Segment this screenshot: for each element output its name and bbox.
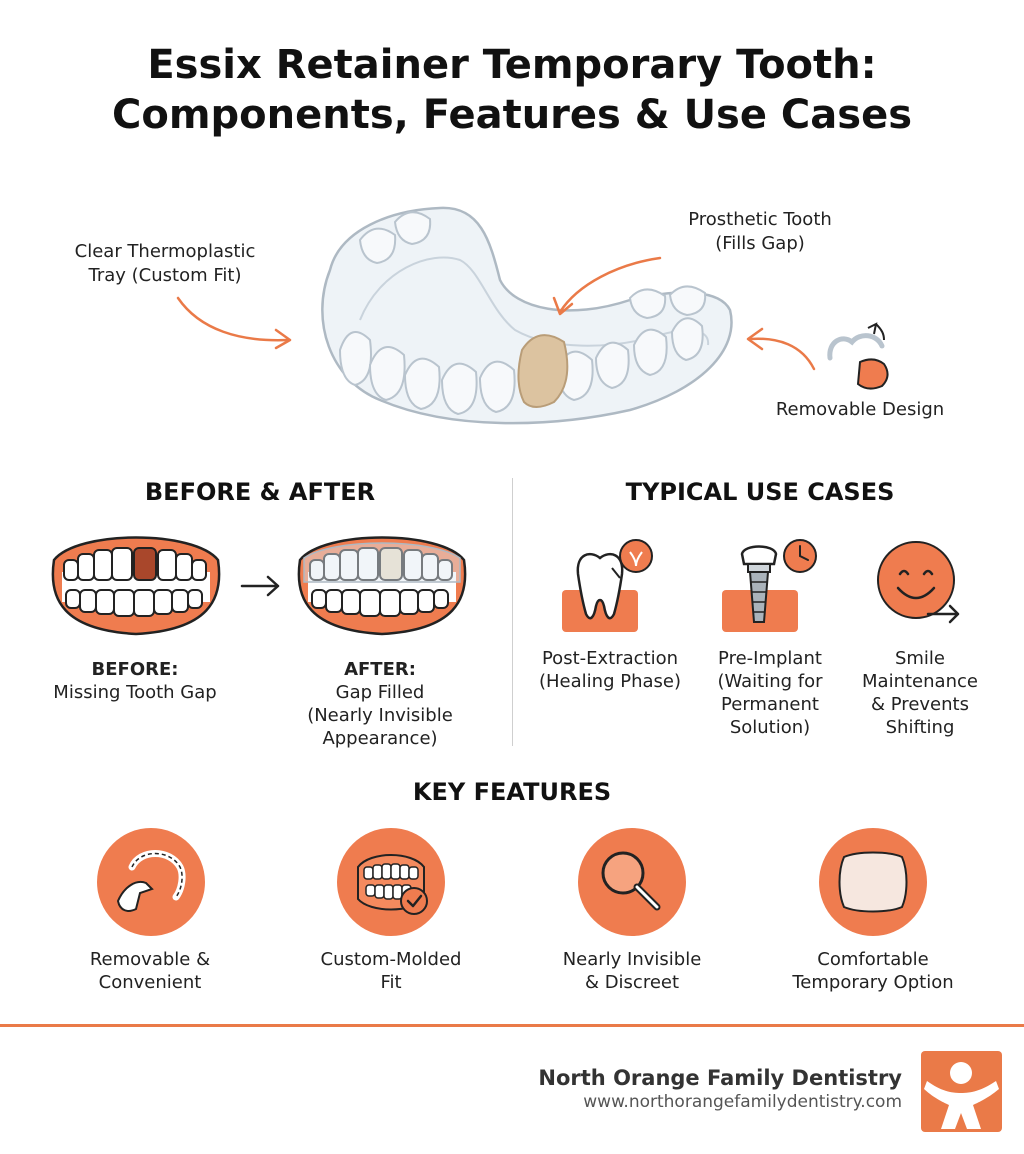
before-caption: BEFORE: Missing Tooth Gap: [30, 658, 240, 704]
hand-retainer-small-icon: [827, 322, 889, 390]
before-label: BEFORE:: [91, 659, 179, 680]
brand-name: North Orange Family Dentistry: [538, 1066, 902, 1090]
teeth-check-icon: [337, 828, 445, 936]
before-text: Missing Tooth Gap: [53, 682, 217, 703]
callout-tray-line-2: Tray (Custom Fit): [88, 265, 242, 286]
brand-url[interactable]: www.northorangefamilydentistry.com: [583, 1092, 902, 1112]
title-line-1: Essix Retainer Temporary Tooth:: [147, 42, 877, 88]
brand-logo: [921, 1051, 1002, 1132]
feature-2-line-1: Custom-Molded: [320, 949, 462, 970]
use-case-2-line-2: (Waiting for: [717, 671, 823, 692]
magnifier-icon: [578, 828, 686, 936]
use-cases-heading: TYPICAL USE CASES: [625, 478, 895, 506]
prosthetic-tooth: [517, 334, 569, 408]
feature-1: Removable & Convenient: [50, 948, 250, 994]
page-title: Essix Retainer Temporary Tooth: Componen…: [0, 40, 1024, 140]
feature-4-line-2: Temporary Option: [792, 972, 954, 993]
use-case-3-line-3: & Prevents: [871, 694, 969, 715]
after-caption: AFTER: Gap Filled (Nearly Invisible Appe…: [280, 658, 480, 750]
after-label: AFTER:: [344, 659, 416, 680]
after-line-2: (Nearly Invisible: [307, 705, 453, 726]
implant-clock-icon: [722, 539, 817, 632]
use-case-3-line-1: Smile: [894, 648, 946, 669]
arrow-tray-icon: [176, 296, 292, 350]
feature-2: Custom-Molded Fit: [291, 948, 491, 994]
use-case-1-line-2: (Healing Phase): [539, 671, 681, 692]
arrow-right-icon: [240, 575, 280, 597]
feature-4: Comfortable Temporary Option: [763, 948, 983, 994]
use-case-3-line-2: Maintenance: [862, 671, 978, 692]
title-line-2: Components, Features & Use Cases: [111, 92, 913, 138]
callout-prosthetic-line-2: (Fills Gap): [715, 233, 805, 254]
teeth-after-icon: [297, 536, 467, 636]
callout-tray: Clear Thermoplastic Tray (Custom Fit): [50, 240, 280, 288]
before-after-heading: BEFORE & AFTER: [144, 478, 376, 506]
feature-3-line-1: Nearly Invisible: [562, 949, 702, 970]
arrow-prosthetic-icon: [552, 256, 662, 316]
use-case-3: Smile Maintenance & Prevents Shifting: [850, 647, 990, 739]
callout-tray-line-1: Clear Thermoplastic: [74, 241, 256, 262]
teeth-before-icon: [51, 536, 221, 636]
person-logo-icon: [924, 1062, 999, 1129]
feature-3-line-2: & Discreet: [584, 972, 680, 993]
arrow-removable-icon: [746, 327, 816, 371]
use-case-1-line-1: Post-Extraction: [541, 648, 679, 669]
feature-3: Nearly Invisible & Discreet: [532, 948, 732, 994]
feature-4-line-1: Comfortable: [817, 949, 929, 970]
use-case-2-line-3: Permanent: [721, 694, 819, 715]
use-case-2-line-1: Pre-Implant: [718, 648, 822, 669]
section-divider: [512, 478, 513, 746]
after-line-1: Gap Filled: [335, 682, 425, 703]
use-case-1: Post-Extraction (Healing Phase): [530, 647, 690, 693]
pillow-icon: [819, 828, 927, 936]
retainer-illustration: [321, 206, 733, 425]
gap-tooth: [133, 547, 157, 581]
use-case-3-line-4: Shifting: [885, 717, 955, 738]
key-features-heading: KEY FEATURES: [412, 778, 612, 806]
feature-1-line-2: Convenient: [98, 972, 202, 993]
callout-removable: Removable Design: [775, 399, 945, 420]
use-case-2: Pre-Implant (Waiting for Permanent Solut…: [695, 647, 845, 739]
callout-prosthetic-line-1: Prosthetic Tooth: [688, 209, 832, 230]
use-case-2-line-4: Solution): [729, 717, 811, 738]
callout-prosthetic: Prosthetic Tooth (Fills Gap): [660, 208, 860, 256]
hand-retainer-icon: [97, 828, 205, 936]
extraction-tooth-icon: [562, 539, 653, 632]
footer-divider: [0, 1024, 1024, 1027]
feature-1-line-1: Removable &: [89, 949, 211, 970]
after-line-3: Appearance): [322, 728, 438, 749]
feature-2-line-2: Fit: [380, 972, 402, 993]
smile-arrow-icon: [877, 541, 960, 624]
